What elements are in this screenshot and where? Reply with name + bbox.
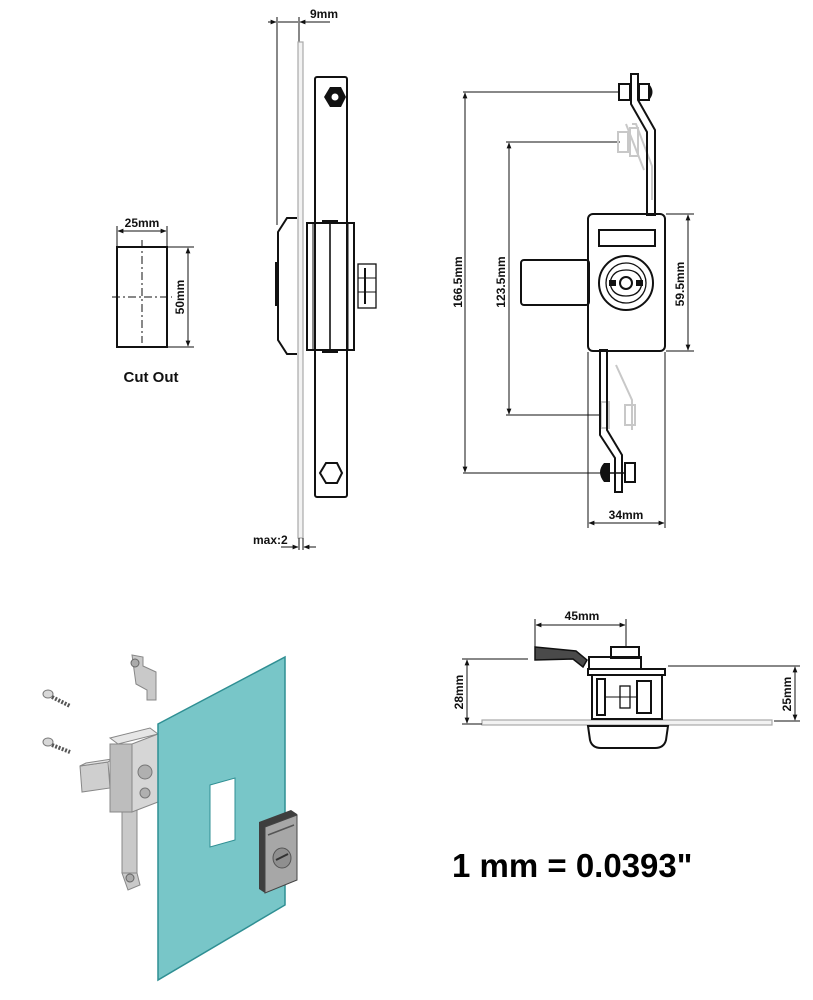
bottom-nut-icon bbox=[318, 462, 344, 484]
front-latch-tongue bbox=[520, 259, 590, 306]
top-handle-arm bbox=[534, 646, 588, 669]
front-view-drawing: 166.5mm 123.5mm bbox=[451, 73, 694, 528]
cutout-height-label: 50mm bbox=[173, 280, 187, 315]
side-rod bbox=[314, 76, 348, 498]
front-lock-body bbox=[587, 213, 666, 352]
iso-bottom-rod bbox=[121, 807, 138, 874]
side-cam bbox=[357, 263, 377, 309]
iso-lock-body bbox=[109, 743, 133, 813]
top-nut-icon bbox=[610, 646, 640, 659]
top-front-bezel bbox=[586, 725, 670, 749]
thickness-label: 9mm bbox=[310, 7, 338, 21]
total-depth-label: 28mm bbox=[452, 675, 466, 710]
overall-height-label: 166.5mm bbox=[451, 256, 465, 307]
body-height-label: 59.5mm bbox=[673, 262, 687, 307]
panel-max-label: max:2 bbox=[253, 533, 288, 547]
side-view-drawing: 9mm max:2 bbox=[253, 7, 377, 550]
unit-conversion-note: 1 mm = 0.0393" bbox=[452, 847, 692, 884]
cutout-drawing: 25mm 50mm Cut Out bbox=[112, 216, 194, 386]
key-cylinder-icon bbox=[598, 255, 654, 311]
isometric-exploded-view bbox=[42, 654, 298, 982]
side-panel bbox=[297, 41, 304, 539]
handle-reach-label: 45mm bbox=[565, 609, 600, 623]
iso-panel-cutout bbox=[209, 777, 236, 848]
body-depth-label: 25mm bbox=[780, 677, 794, 712]
side-handle bbox=[277, 217, 297, 355]
screw-icon bbox=[42, 737, 71, 754]
top-panel bbox=[481, 719, 773, 726]
top-lock-body bbox=[591, 674, 663, 720]
screw-icon bbox=[42, 689, 71, 708]
cutout-caption: Cut Out bbox=[124, 369, 179, 386]
top-rod-nut-icon bbox=[618, 83, 631, 101]
front-label-window bbox=[598, 229, 656, 247]
inner-height-label: 123.5mm bbox=[494, 256, 508, 307]
front-bottom-rod bbox=[599, 349, 623, 493]
retracted-rod-ghost bbox=[600, 123, 653, 430]
cutout-width-label: 25mm bbox=[125, 216, 160, 230]
iso-latch-tongue bbox=[79, 761, 111, 793]
bottom-rod-nut-icon bbox=[600, 463, 610, 482]
top-view-drawing: 45mm 28mm 25mm bbox=[452, 609, 800, 749]
body-width-label: 34mm bbox=[609, 508, 644, 522]
